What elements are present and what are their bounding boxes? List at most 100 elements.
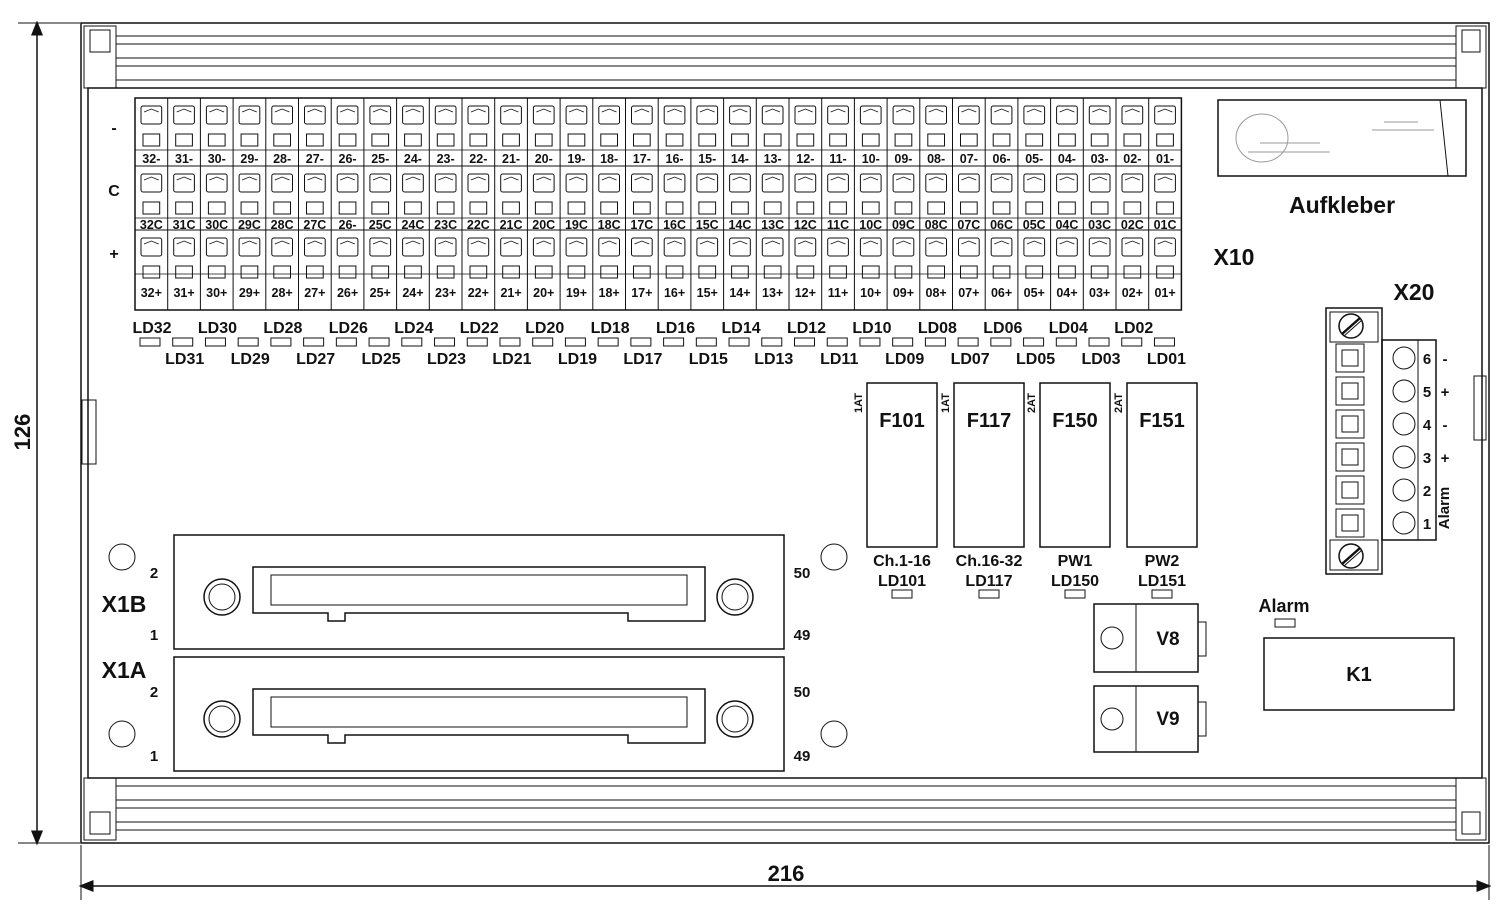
fuse-group: F1011ATCh.1-16LD101F1171ATCh.16-32LD117F… <box>853 382 1198 599</box>
terminal-label: 21- <box>502 152 520 166</box>
x20-pin-number: 3 <box>1423 450 1431 467</box>
terminal-screw <box>175 201 193 215</box>
terminal-clamp <box>1121 173 1144 193</box>
terminal-screw <box>338 133 357 147</box>
channel-led <box>434 337 456 347</box>
terminal-clamp <box>140 105 163 125</box>
channel-led-label: LD09 <box>885 351 924 368</box>
terminal-label: 30+ <box>206 286 227 300</box>
width-dimension: 216 <box>78 845 1492 900</box>
terminal-screw <box>175 265 193 279</box>
terminal-clamp <box>598 173 620 193</box>
terminal-screw <box>338 265 357 279</box>
terminal-label: 06+ <box>991 286 1012 300</box>
channel-led <box>368 337 390 347</box>
terminal-screw <box>436 201 455 215</box>
terminal-screw <box>1058 201 1076 215</box>
terminal-screw <box>502 133 520 147</box>
terminal-screw <box>436 133 455 147</box>
fuse-led <box>1064 589 1086 599</box>
terminal-clamp <box>827 173 849 193</box>
terminal-clamp <box>402 105 424 125</box>
connector-pin: 49 <box>794 627 811 644</box>
channel-led-label: LD29 <box>231 351 270 368</box>
channel-led-label: LD16 <box>656 320 695 337</box>
connector-housing <box>173 656 785 772</box>
terminal-clamp <box>696 105 719 125</box>
terminal-clamp <box>925 105 947 125</box>
terminal-label: 25C <box>369 218 392 232</box>
channel-led <box>924 337 946 347</box>
x20-pin-polarity: - <box>1443 351 1448 368</box>
terminal-clamp <box>794 173 817 193</box>
x20-pin-number: 4 <box>1423 417 1432 434</box>
terminal-label: 11- <box>829 152 846 166</box>
terminal-screw <box>992 133 1011 147</box>
terminal-label: 25+ <box>370 286 391 300</box>
terminal-label: 08C <box>925 218 948 232</box>
x20-pin-polarity: - <box>1443 417 1448 434</box>
terminal-screw <box>665 265 684 279</box>
terminal-label: 01- <box>1156 152 1174 166</box>
terminal-screw <box>469 201 488 215</box>
channel-led <box>728 337 750 347</box>
terminal-screw <box>894 201 913 215</box>
channel-led-label: LD08 <box>918 320 957 337</box>
channel-led-label: LD11 <box>820 351 858 368</box>
terminal-screw <box>960 133 978 147</box>
terminal-clamp <box>663 173 686 193</box>
terminal-screw <box>306 201 324 215</box>
terminal-screw <box>273 265 291 279</box>
channel-led-label: LD32 <box>132 320 171 337</box>
mounting-screw <box>203 578 241 616</box>
channel-led-label: LD10 <box>852 320 891 337</box>
component-v8-label: V8 <box>1156 629 1179 650</box>
channel-led <box>957 337 979 347</box>
terminal-screw <box>469 265 488 279</box>
channel-led-label: LD18 <box>591 320 630 337</box>
terminal-label: 23C <box>434 218 457 232</box>
channel-led-label: LD15 <box>689 351 728 368</box>
terminal-clamp <box>729 173 751 193</box>
fuse-name: F150 <box>1052 410 1098 432</box>
terminal-label: 09C <box>892 218 915 232</box>
terminal-clamp <box>631 173 653 193</box>
terminal-screw <box>404 201 422 215</box>
terminal-label: 19+ <box>566 286 587 300</box>
terminal-screw <box>207 265 226 279</box>
channel-led <box>532 337 554 347</box>
terminal-clamp <box>500 237 522 257</box>
x20-pin-polarity: + <box>1441 384 1450 401</box>
terminal-clamp <box>500 173 522 193</box>
x20-pin-polarity: + <box>1441 450 1450 467</box>
terminal-clamp <box>761 105 784 125</box>
fuse-channel: Ch.1-16 <box>873 553 931 570</box>
terminal-label: 12C <box>794 218 817 232</box>
terminal-screw <box>567 201 586 215</box>
terminal-screw <box>829 265 847 279</box>
terminal-label: 03+ <box>1089 286 1110 300</box>
terminal-clamp <box>598 237 620 257</box>
terminal-clamp <box>271 105 293 125</box>
connector-pin: 50 <box>794 684 811 701</box>
channel-led-label: LD30 <box>198 320 237 337</box>
fuse-rating: 2AT <box>1113 393 1125 413</box>
terminal-screw <box>1058 265 1076 279</box>
x20-pin-number: 5 <box>1423 384 1431 401</box>
terminal-screw <box>927 201 945 215</box>
terminal-label: 05C <box>1023 218 1046 232</box>
terminal-screw <box>829 201 847 215</box>
terminal-clamp <box>467 173 490 193</box>
channel-led-label: LD27 <box>296 351 335 368</box>
terminal-label: 29+ <box>239 286 260 300</box>
terminal-label: 24- <box>404 152 422 166</box>
terminal-label: 03C <box>1088 218 1111 232</box>
